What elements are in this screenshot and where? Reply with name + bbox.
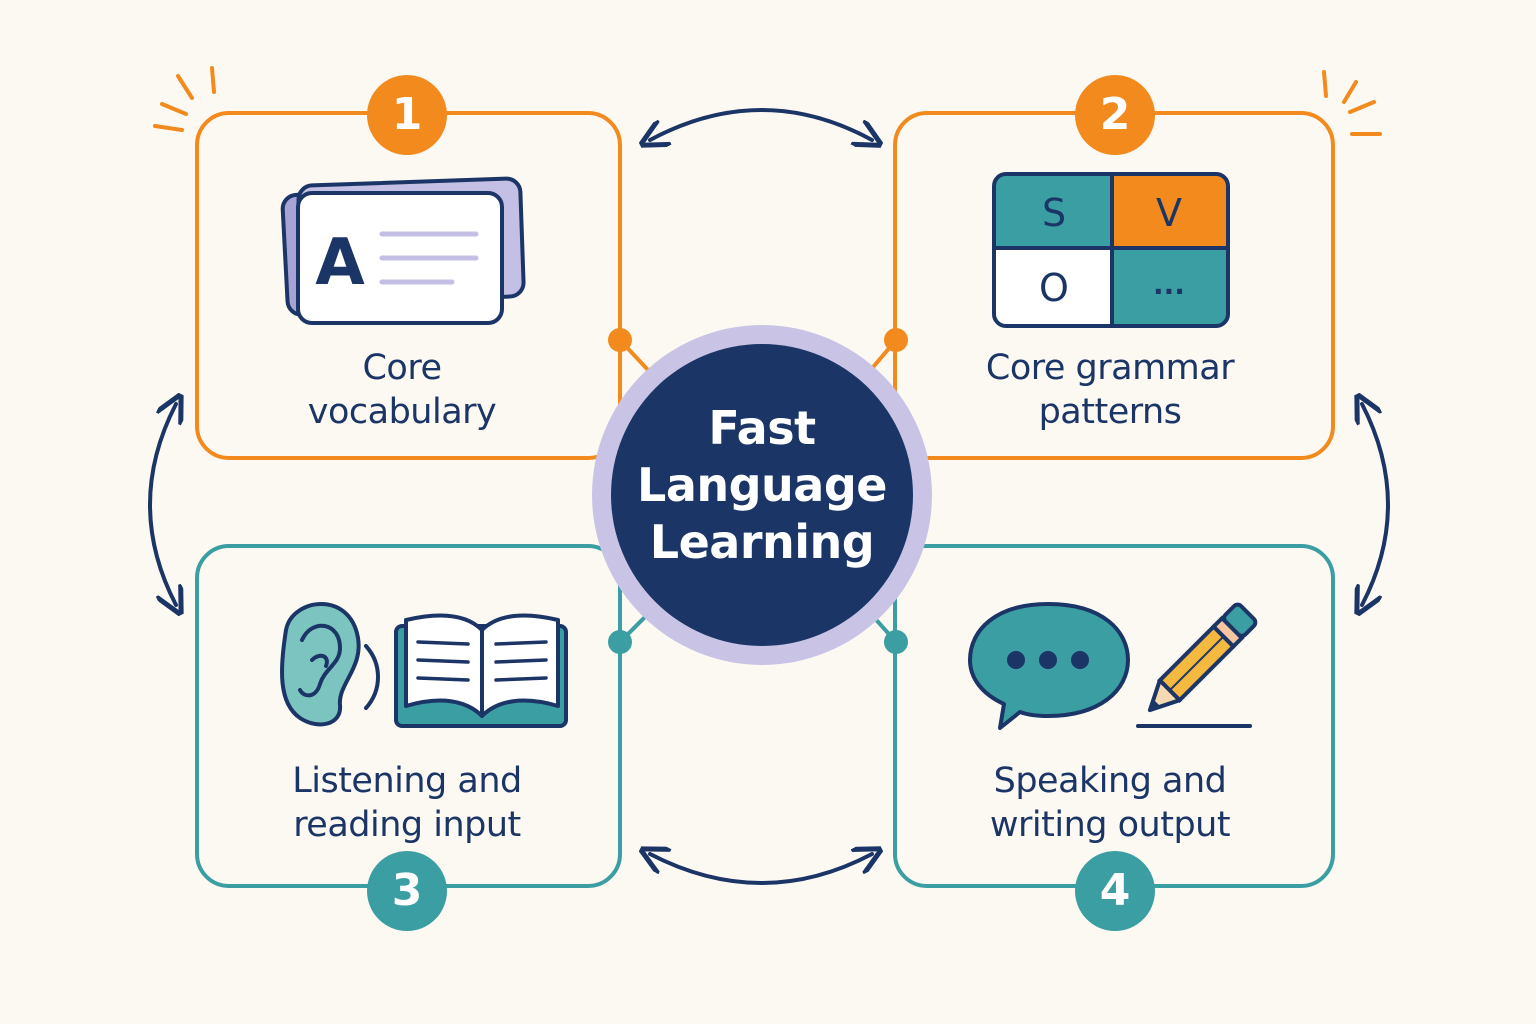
box-4-label-line-1: Speaking and <box>993 761 1227 801</box>
box-4-label: Speaking and writing output <box>930 759 1290 847</box>
grid-cell-s: S <box>1042 191 1066 235</box>
cycle-arrow-right <box>1362 404 1390 605</box>
grid-cell-o: O <box>1039 266 1069 310</box>
badge-2 <box>1075 75 1155 155</box>
center-title-line-2: Language <box>637 458 887 512</box>
grid-cell-more: ... <box>1153 268 1185 301</box>
cycle-arrow-top <box>650 108 872 140</box>
grid-cell-v: V <box>1156 191 1182 235</box>
center-title-line-3: Learning <box>649 515 875 569</box>
sparkle-left-icon <box>153 66 216 132</box>
box-4-label-line-2: writing output <box>989 805 1231 845</box>
badge-1 <box>367 75 447 155</box>
pencil-icon <box>1136 602 1258 728</box>
open-book-icon <box>394 613 568 728</box>
box-3-label: Listening and reading input <box>232 759 582 847</box>
flashcards-icon: A <box>280 176 526 325</box>
box-1-label: Core vocabulary <box>232 346 572 434</box>
badge-1-number: 1 <box>391 89 423 140</box>
badge-2-number: 2 <box>1099 89 1131 140</box>
box-1-label-line-2: vocabulary <box>307 392 497 432</box>
center-title: Fast Language Learning <box>612 400 912 571</box>
ear-icon <box>280 602 380 727</box>
badge-4 <box>1075 851 1155 931</box>
box-3-label-line-2: reading input <box>293 805 521 845</box>
cycle-arrow-bottom <box>650 854 872 885</box>
box-2-label-line-2: patterns <box>1038 392 1182 432</box>
badge-3 <box>367 851 447 931</box>
box-2-label: Core grammar patterns <box>940 346 1280 434</box>
badge-4-number: 4 <box>1099 865 1131 916</box>
box-2-label-line-1: Core grammar <box>985 348 1235 388</box>
badge-3-number: 3 <box>391 865 423 916</box>
sparkle-right-icon <box>1322 70 1382 136</box>
flashcard-letter: A <box>315 226 365 300</box>
center-title-line-1: Fast <box>708 401 816 455</box>
sentence-grid-icon: S V O ... <box>992 172 1230 328</box>
cycle-arrow-left <box>148 404 176 605</box>
center-hub <box>611 344 913 646</box>
box-1-label-line-1: Core <box>362 348 442 388</box>
box-3-label-line-1: Listening and <box>292 761 522 801</box>
speech-bubble-icon <box>968 602 1130 730</box>
